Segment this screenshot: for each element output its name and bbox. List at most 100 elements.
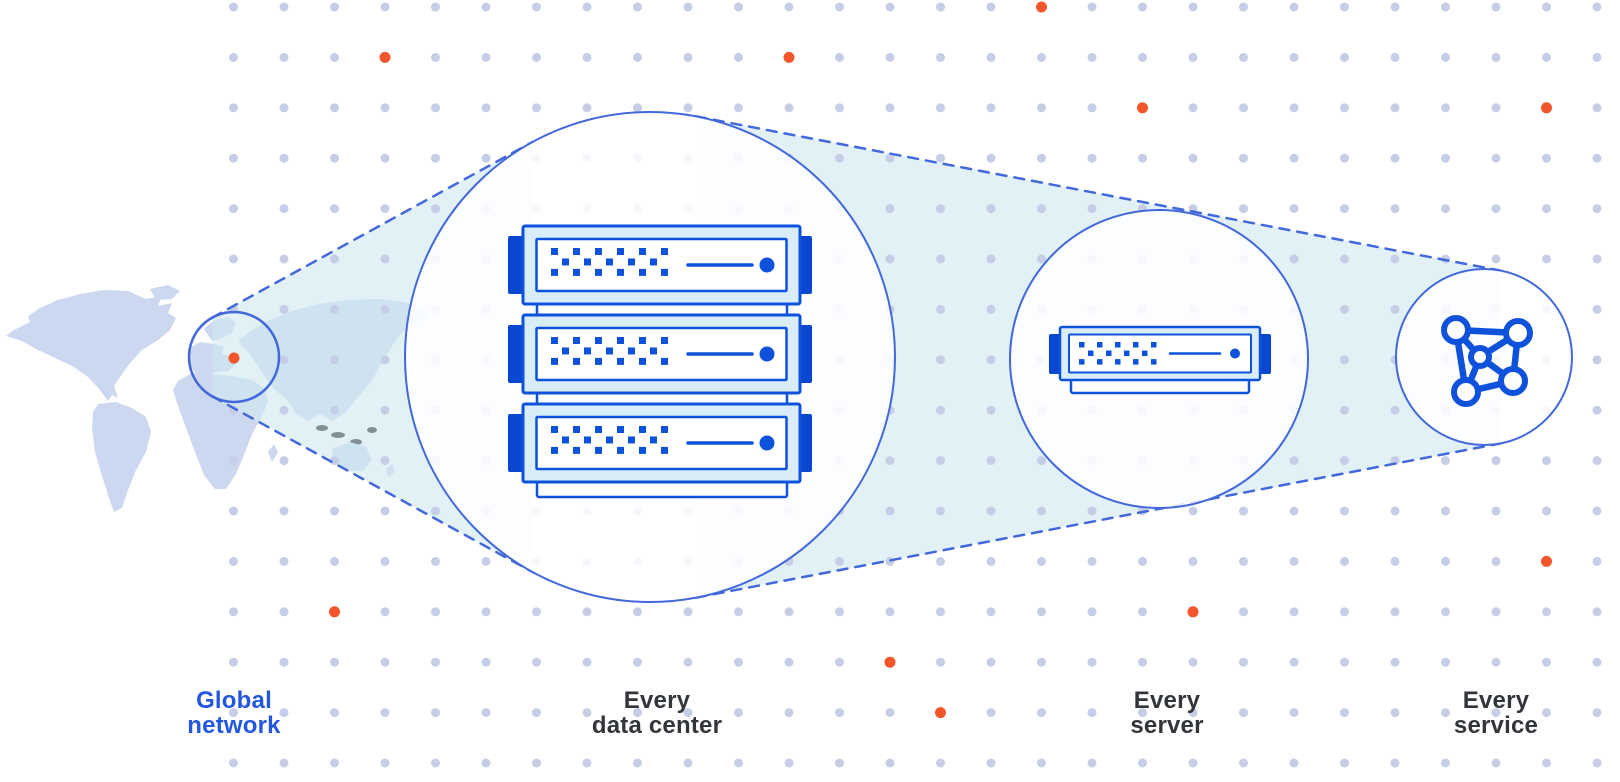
grid-dot: [835, 556, 844, 566]
pattern-square: [573, 446, 580, 454]
grid-dot: [734, 758, 743, 768]
grid-dot: [633, 52, 642, 62]
grid-dot: [633, 708, 642, 718]
pattern-square: [639, 357, 646, 365]
grid-dot: [1441, 204, 1450, 214]
grid-dot: [936, 103, 945, 113]
grid-dot: [279, 52, 289, 62]
grid-dot: [885, 708, 895, 718]
grid-dot: [936, 2, 945, 12]
grid-dot: [1491, 607, 1501, 617]
grid-dot: [330, 405, 339, 415]
grid-dot: [1188, 506, 1198, 516]
grid-dot: [784, 657, 794, 667]
grid-dot: [532, 758, 541, 768]
grid-dot: [885, 103, 895, 113]
grid-dot: [1087, 708, 1097, 718]
pattern-square: [617, 248, 624, 255]
grid-dot: [734, 607, 743, 617]
grid-dot: [986, 304, 996, 314]
pattern-square: [650, 258, 657, 266]
grid-dot: [1087, 103, 1097, 113]
grid-dot: [532, 103, 541, 113]
grid-dot: [1289, 506, 1299, 516]
pattern-square: [1115, 359, 1121, 365]
grid-dot: [936, 254, 945, 264]
grid-dot: [1491, 153, 1501, 163]
pattern-square: [551, 357, 558, 365]
server-side-tab: [508, 325, 524, 383]
grid-dot: [885, 2, 895, 12]
grid-dot: [1340, 254, 1349, 264]
grid-dot: [1289, 103, 1299, 113]
server-dot-pattern: [551, 337, 668, 365]
grid-dot: [481, 2, 491, 12]
grid-dot: [330, 556, 339, 566]
grid-dot: [1592, 103, 1602, 113]
grid-dot: [1037, 556, 1046, 566]
grid-dot: [633, 103, 642, 113]
grid-dot: [279, 456, 289, 466]
accent-dot: [884, 656, 896, 668]
grid-dot: [1592, 607, 1602, 617]
pattern-square: [606, 347, 613, 355]
grid-dot: [1037, 506, 1046, 516]
grid-dot: [1087, 607, 1097, 617]
grid-dot: [986, 204, 996, 214]
pattern-square: [661, 268, 668, 276]
accent-dot: [1187, 606, 1199, 618]
grid-dot: [330, 254, 339, 264]
pattern-square: [617, 268, 624, 276]
grid-dot: [1087, 52, 1097, 62]
dashed-line-lower-left: [211, 395, 534, 574]
grid-dot: [1340, 556, 1349, 566]
grid-dot: [1592, 758, 1602, 768]
server-led-icon: [759, 257, 775, 273]
pattern-square: [639, 337, 646, 344]
grid-dot: [330, 103, 339, 113]
grid-dot: [986, 355, 996, 365]
grid-dot: [1441, 556, 1450, 566]
grid-dot: [380, 405, 390, 415]
grid-dot: [1491, 204, 1501, 214]
grid-dot: [582, 103, 592, 113]
grid-dot: [1239, 103, 1248, 113]
grid-dot: [532, 2, 541, 12]
grid-dot: [986, 2, 996, 12]
grid-dot: [734, 657, 743, 667]
grid-dot: [1289, 254, 1299, 264]
accent-dot: [1541, 102, 1552, 114]
grid-dot: [885, 204, 895, 214]
grid-dot: [1491, 2, 1501, 12]
grid-dot: [885, 153, 895, 163]
grid-dot: [1340, 204, 1349, 214]
pattern-square: [617, 357, 624, 365]
pattern-square: [573, 268, 580, 276]
grid-dot: [784, 758, 794, 768]
grid-dot: [279, 153, 289, 163]
grid-dot: [1491, 657, 1501, 667]
pattern-square: [562, 258, 569, 266]
grid-dot: [279, 304, 289, 314]
grid-dot: [1441, 708, 1450, 718]
grid-dot: [330, 304, 339, 314]
grid-dot: [1592, 405, 1602, 415]
grid-dot: [1542, 758, 1551, 768]
grid-dot: [582, 758, 592, 768]
grid-dot: [1138, 2, 1147, 12]
grid-dot: [734, 103, 743, 113]
grid-dot: [279, 607, 289, 617]
grid-dot: [734, 52, 743, 62]
grid-dot: [229, 657, 238, 667]
grid-dot: [1087, 204, 1097, 214]
grid-dot: [1188, 103, 1198, 113]
grid-dot: [683, 607, 693, 617]
grid-dot: [1087, 657, 1097, 667]
server-front-panel: [1068, 333, 1252, 374]
grid-dot: [986, 556, 996, 566]
grid-dot: [229, 52, 238, 62]
grid-dot: [431, 153, 440, 163]
grid-dot: [279, 103, 289, 113]
accent-dot: [783, 51, 795, 63]
